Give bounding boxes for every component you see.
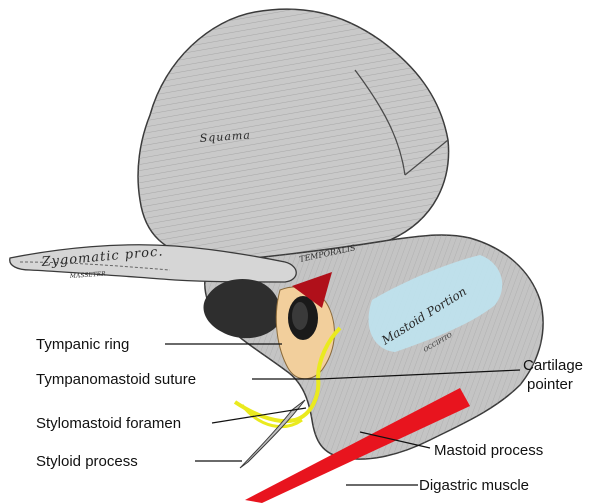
glenoid-fossa (204, 279, 281, 338)
label-digastric-muscle: Digastric muscle (419, 477, 529, 494)
label-tympanic-ring: Tympanic ring (36, 336, 129, 353)
label-styloid-process: Styloid process (36, 453, 138, 470)
label-stylomastoid-foramen: Stylomastoid foramen (36, 415, 181, 432)
label-tympanomastoid-suture: Tympanomastoid suture (36, 371, 196, 388)
label-cartilage-pointer-line1: Cartilage (523, 357, 583, 374)
label-cartilage-pointer-line2: pointer (527, 376, 573, 393)
label-mastoid-process: Mastoid process (434, 442, 543, 459)
masseter-inscription: MASSETER (69, 270, 107, 280)
